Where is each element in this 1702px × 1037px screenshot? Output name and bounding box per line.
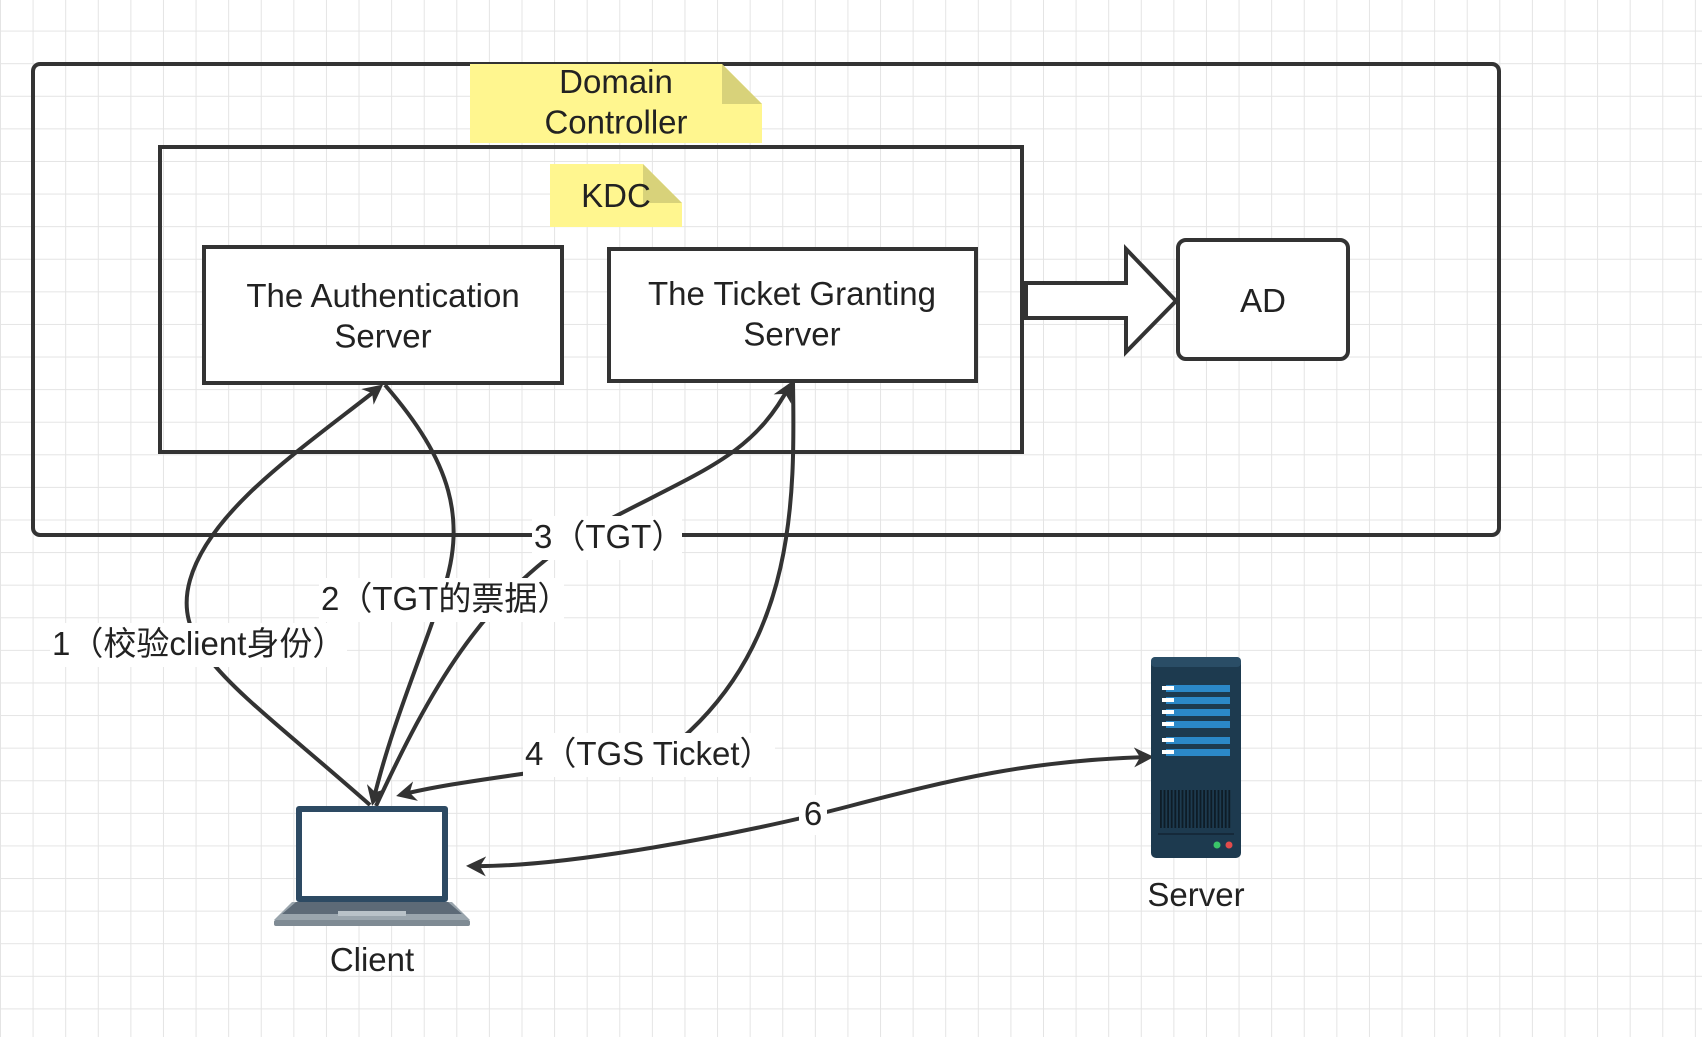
kdc-note[interactable]: KDC — [550, 164, 682, 227]
edge-1-line[interactable] — [184, 384, 384, 807]
server-icon[interactable] — [1151, 657, 1241, 858]
ad-node[interactable]: AD — [1176, 238, 1350, 361]
edge-1-label-group: 1（校验client身份） — [50, 623, 347, 667]
edge-6-label: 6 — [804, 795, 822, 832]
edge-4-label-group: 4（TGS Ticket） — [523, 733, 775, 777]
edge-1-label: 1（校验client身份） — [52, 625, 345, 662]
domain-controller-box[interactable] — [31, 62, 1501, 537]
kdc-label: KDC — [581, 177, 651, 214]
edge-3-label: 3（TGT） — [534, 518, 684, 555]
edge-6-line[interactable] — [466, 747, 1154, 877]
edge-3-label-group: 3（TGT） — [532, 516, 684, 560]
kdc-box[interactable] — [158, 145, 1024, 454]
ad-label: AD — [1240, 282, 1286, 319]
edge-4-label: 4（TGS Ticket） — [525, 735, 773, 772]
edge-6-label-group: 6 — [799, 795, 827, 835]
edge-2-label: 2（TGT的票据） — [321, 580, 570, 617]
server-label: Server — [1147, 876, 1244, 913]
kdc-to-ad-block-arrow[interactable] — [1024, 244, 1179, 357]
laptop-icon[interactable] — [274, 806, 470, 926]
edge-2-label-group: 2（TGT的票据） — [319, 578, 570, 622]
client-label: Client — [330, 941, 414, 978]
